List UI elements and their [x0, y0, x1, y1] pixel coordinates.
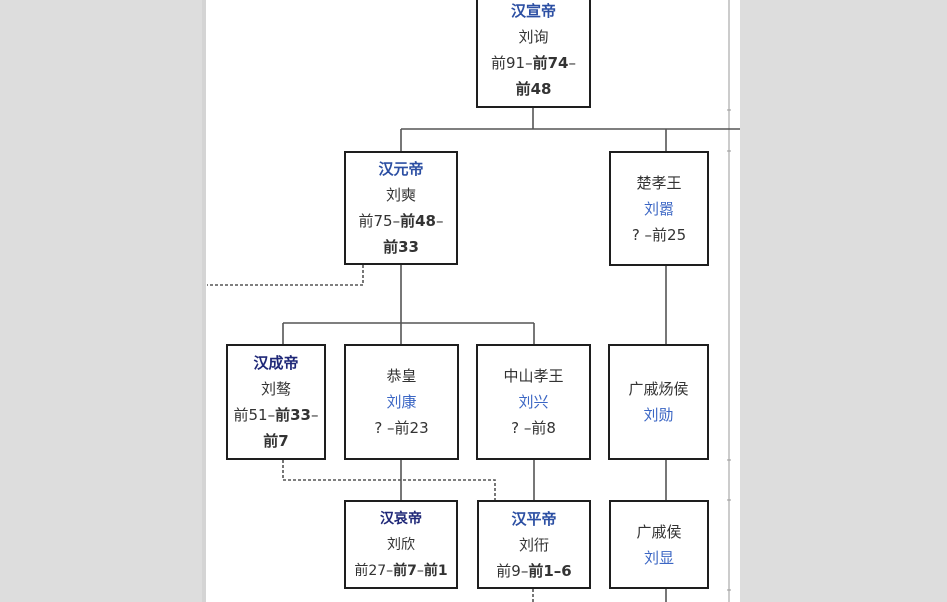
- person-name: 刘衎: [518, 535, 549, 554]
- reign-dates: 前91–前74–: [491, 50, 576, 76]
- person-name[interactable]: 刘显: [643, 548, 674, 567]
- life-year: 前75–: [358, 212, 401, 230]
- person-name: 刘欣: [387, 536, 415, 553]
- life-year: –: [568, 54, 576, 72]
- person-name[interactable]: 刘勋: [643, 406, 674, 424]
- life-year: 前27–: [354, 562, 394, 579]
- reign-dates: 前9–前1–6: [496, 558, 571, 584]
- person-box-guangqiyang: 广戚炀侯刘勋: [608, 344, 709, 460]
- reign-dates: 前33: [383, 234, 419, 260]
- reign-year: 前33: [275, 406, 311, 424]
- person-box-yuan: 汉元帝刘奭前75–前48–前33: [344, 151, 458, 265]
- reign-dates: ? –前23: [374, 415, 428, 441]
- reign-year: 前48: [400, 212, 436, 230]
- reign-year: 前1–6: [528, 561, 572, 580]
- person-box-zhongshan: 中山孝王刘兴 ? –前8: [476, 344, 591, 460]
- person-title[interactable]: 汉元帝: [378, 160, 424, 178]
- reign-dates: 前51–前33–: [234, 402, 319, 428]
- life-year: ? –前25: [631, 225, 687, 244]
- person-title: 恭皇: [386, 367, 417, 385]
- person-title[interactable]: 汉哀帝: [380, 510, 422, 527]
- life-year: –: [435, 212, 444, 230]
- reign-year: 前48: [515, 80, 552, 98]
- reign-year: 前33: [383, 238, 419, 256]
- person-title: 广戚炀侯: [628, 380, 689, 398]
- life-year: –: [416, 562, 424, 579]
- reign-dates: ? –前8: [511, 415, 556, 441]
- reign-dates: ? –前25: [632, 222, 686, 248]
- person-title[interactable]: 汉宣帝: [510, 2, 556, 20]
- page-gutter: [202, 0, 206, 602]
- person-box-guangqi: 广戚侯刘显: [609, 500, 709, 589]
- life-year: 前51–: [233, 406, 276, 424]
- person-box-cheng: 汉成帝刘骜前51–前33– 前7: [226, 344, 326, 460]
- person-box-gonghuang: 恭皇刘康 ? –前23: [344, 344, 459, 460]
- person-name: 刘奭: [385, 186, 416, 204]
- person-title: 楚孝王: [636, 173, 682, 192]
- reign-year: 前74: [532, 54, 569, 72]
- person-title: 广戚侯: [636, 522, 682, 541]
- person-name[interactable]: 刘康: [386, 393, 417, 411]
- person-name[interactable]: 刘兴: [518, 393, 549, 411]
- person-title[interactable]: 汉成帝: [253, 354, 299, 372]
- reign-dates: 前75–前48–: [359, 208, 444, 234]
- person-title[interactable]: 汉平帝: [511, 509, 557, 528]
- life-year: –: [310, 406, 319, 424]
- person-box-ai: 汉哀帝刘欣前27–前7–前1: [344, 500, 458, 589]
- reign-year: 前7: [393, 562, 417, 579]
- life-year: 前91–: [491, 54, 533, 72]
- reign-year: 前7: [263, 432, 289, 450]
- succession-dashed-line: [207, 265, 364, 286]
- person-box-ping: 汉平帝刘衎前9–前1–6: [477, 500, 591, 589]
- person-title: 中山孝王: [503, 367, 564, 385]
- person-name: 刘骜: [260, 380, 291, 398]
- reign-dates: 前48: [516, 76, 552, 102]
- reign-dates: 前27–前7–前1: [354, 558, 447, 584]
- person-name: 刘询: [518, 28, 549, 46]
- life-year: ? –前23: [374, 419, 429, 437]
- reign-year: 前1: [423, 562, 448, 579]
- person-name[interactable]: 刘嚣: [643, 199, 674, 218]
- life-year: 前9–: [496, 561, 529, 580]
- reign-dates: 前7: [263, 428, 288, 454]
- person-box-chuxiao: 楚孝王刘嚣 ? –前25: [609, 151, 709, 266]
- person-box-xuan: 汉宣帝刘询前91–前74–前48: [476, 0, 591, 108]
- life-year: ? –前8: [511, 419, 556, 437]
- succession-dashed-line: [282, 460, 496, 500]
